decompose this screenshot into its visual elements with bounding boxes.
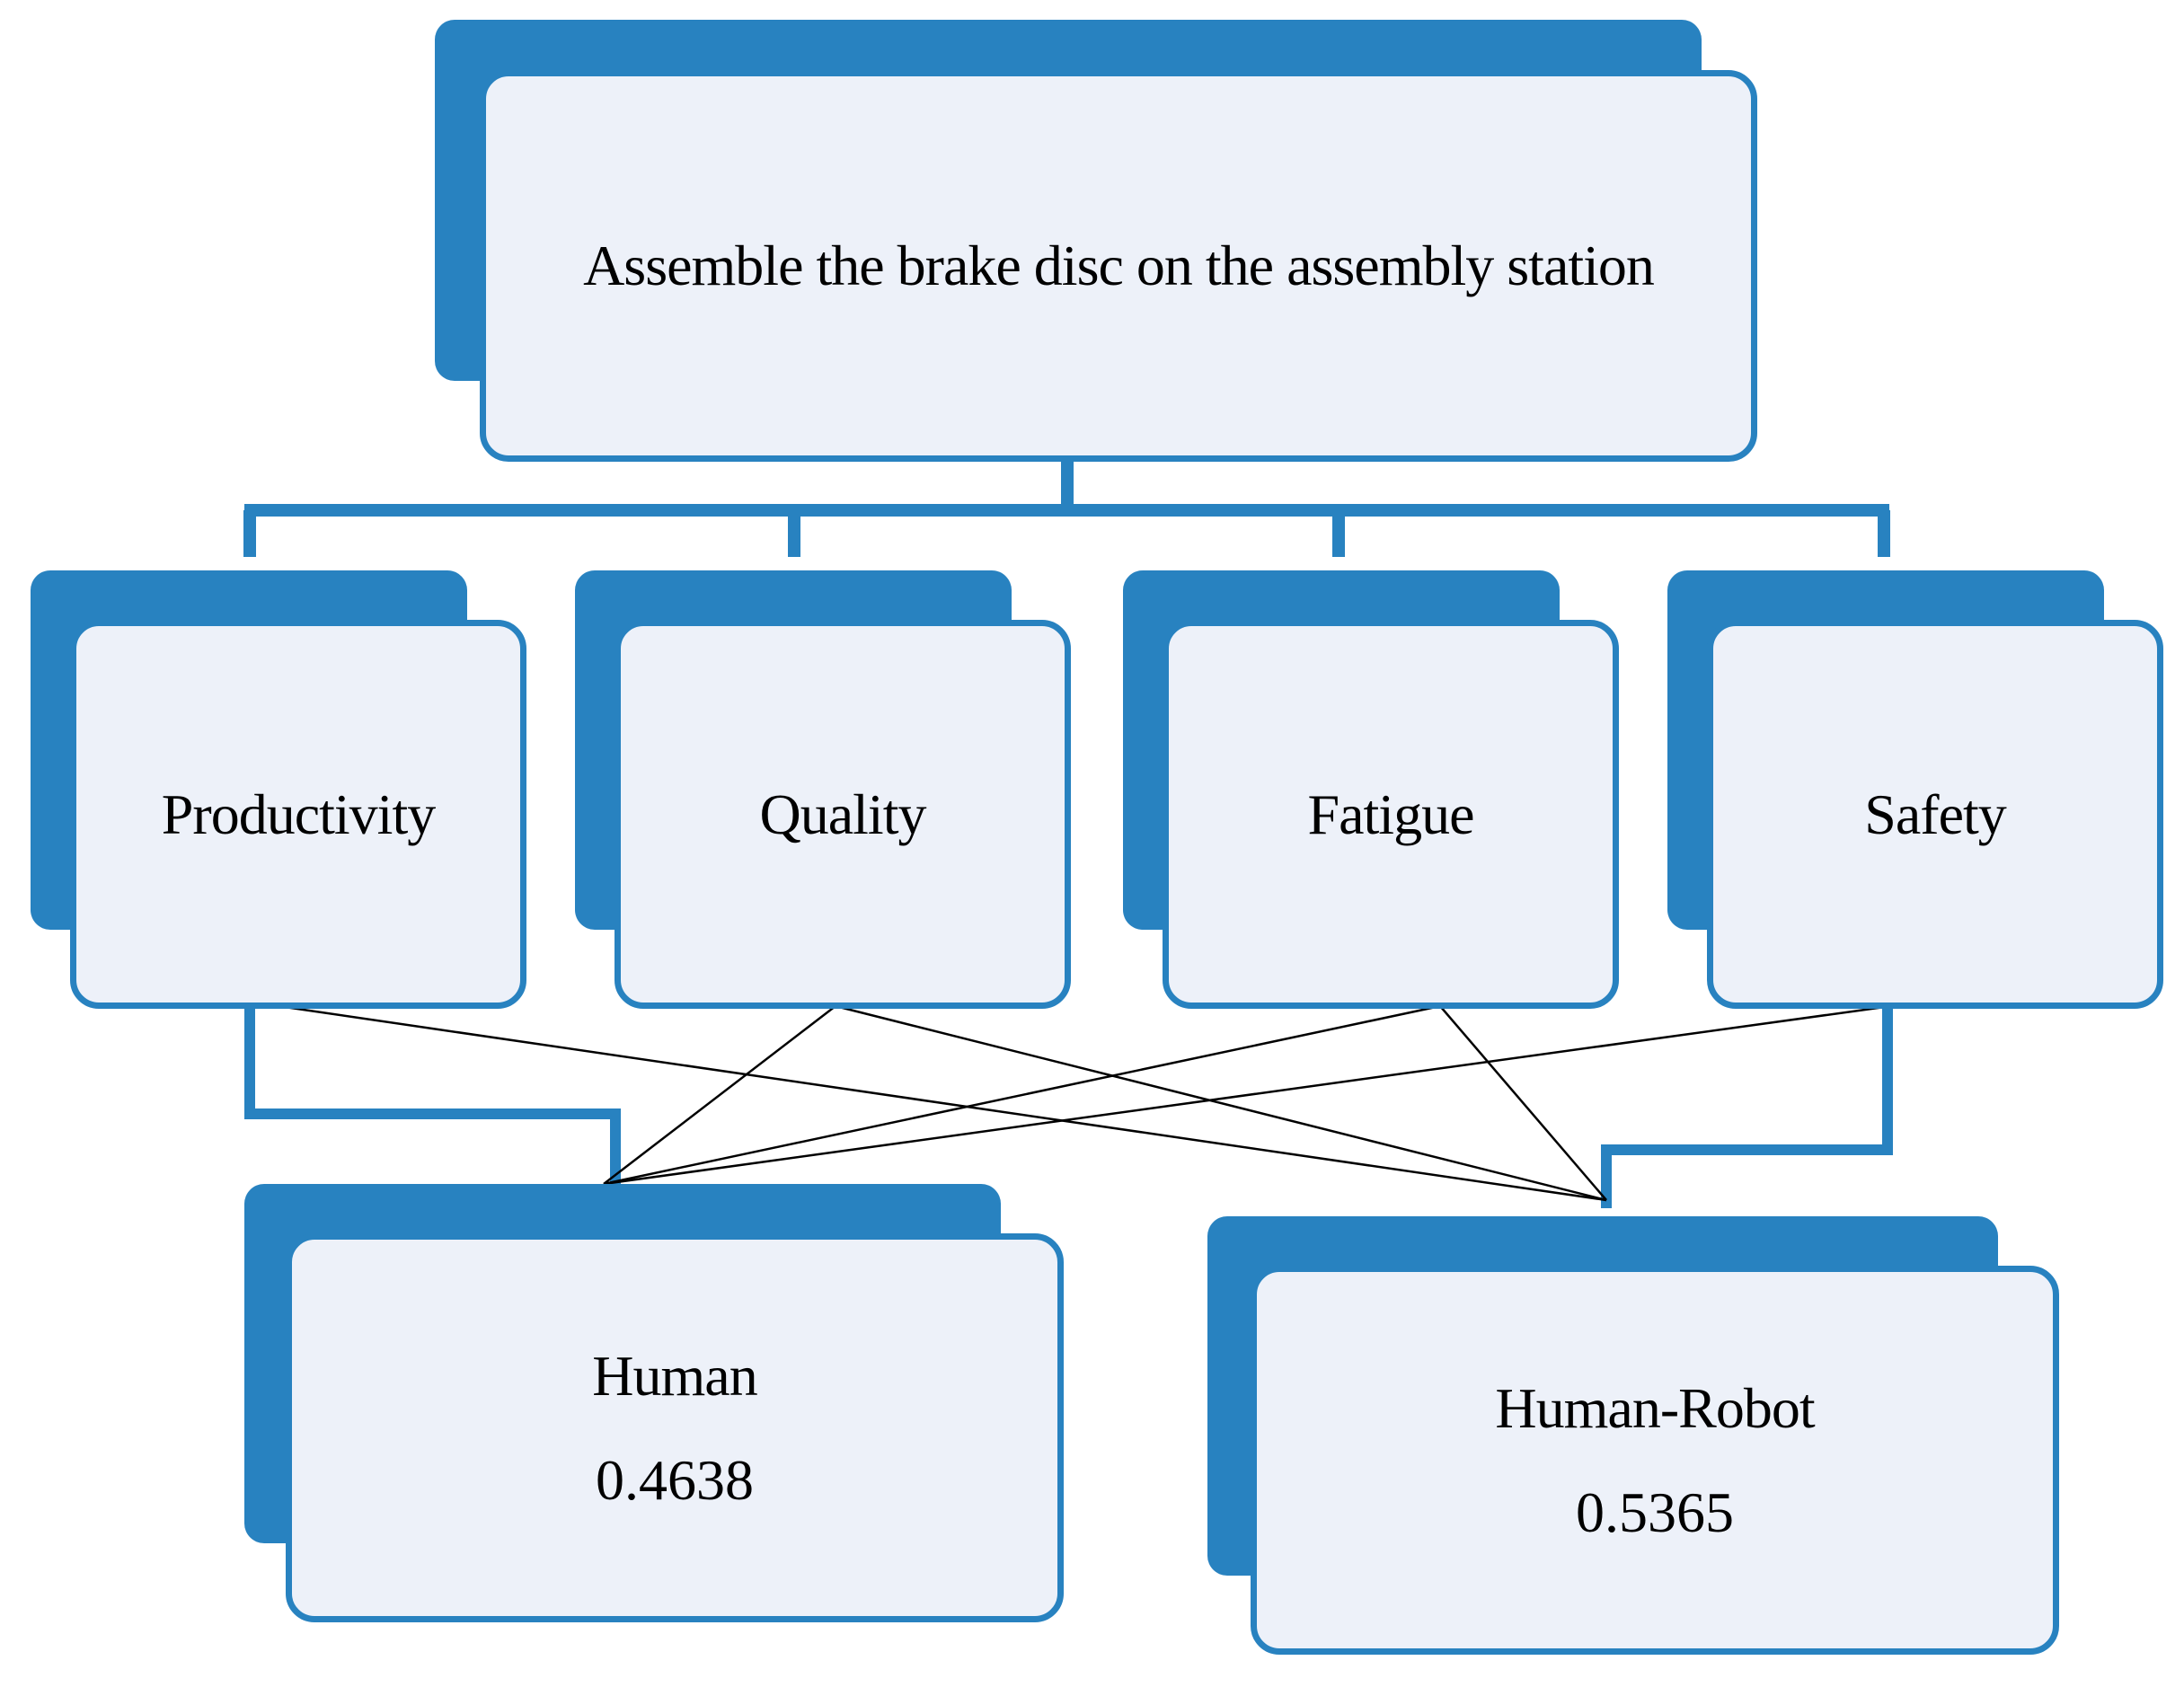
criterion-node-box: Safety — [1707, 620, 2163, 1009]
fatigue-human-robot-link — [1439, 1005, 1607, 1201]
criterion-node-quality: Quality — [575, 570, 1071, 1009]
criterion-label-quality: Quality — [759, 782, 927, 846]
quality-human-robot-link — [835, 1004, 1607, 1202]
alternative-score-human-robot: 0.5365 — [1576, 1479, 1734, 1544]
productivity-human-robot-link — [278, 1004, 1607, 1202]
alternative-node-human: Human 0.4638 — [244, 1184, 1064, 1622]
criterion-node-box: Fatigue — [1163, 620, 1619, 1009]
goal-node-box: Assemble the brake disc on the assembly … — [480, 70, 1757, 462]
productivity-human-step — [244, 1006, 621, 1188]
criterion-node-safety: Safety — [1667, 570, 2163, 1009]
criterion-node-box: Quality — [615, 620, 1071, 1009]
goal-label: Assemble the brake disc on the assembly … — [583, 234, 1655, 297]
alternative-node-human-robot: Human-Robot 0.5365 — [1207, 1216, 2059, 1655]
alternative-score-human: 0.4638 — [596, 1447, 754, 1512]
fatigue-human-link — [603, 1004, 1441, 1186]
goal-criteria-bracket — [243, 454, 1890, 557]
criterion-node-productivity: Productivity — [31, 570, 526, 1009]
criterion-label-fatigue: Fatigue — [1307, 782, 1475, 846]
safety-human-robot-step — [1601, 1006, 1893, 1208]
safety-human-link — [603, 1004, 1892, 1186]
criterion-node-box: Productivity — [70, 620, 526, 1009]
criterion-label-safety: Safety — [1864, 782, 2006, 846]
criterion-node-fatigue: Fatigue — [1123, 570, 1619, 1009]
alternative-node-box: Human-Robot 0.5365 — [1251, 1266, 2059, 1655]
criteria-alternative-links — [278, 1004, 1892, 1202]
alternative-label-human-robot: Human-Robot — [1495, 1375, 1815, 1440]
alternative-node-box: Human 0.4638 — [286, 1233, 1064, 1622]
criteria-alternative-steps — [244, 1006, 1893, 1208]
goal-node: Assemble the brake disc on the assembly … — [435, 20, 1757, 462]
quality-human-link — [603, 1005, 836, 1185]
criterion-label-productivity: Productivity — [161, 782, 436, 846]
alternative-label-human: Human — [592, 1343, 757, 1408]
